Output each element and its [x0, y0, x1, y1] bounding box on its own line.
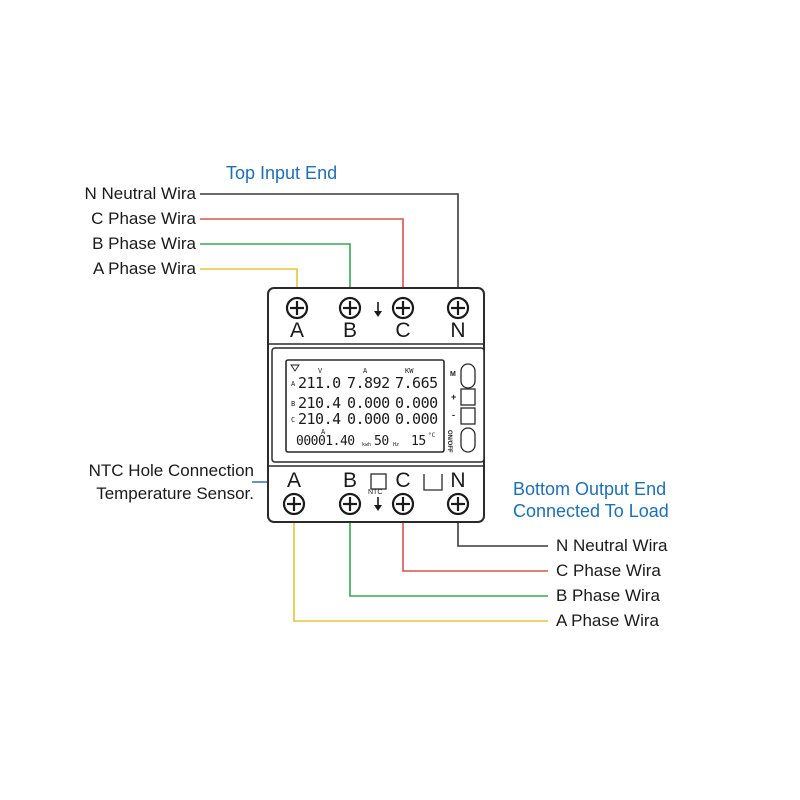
- terminal-screw-top-n[interactable]: [446, 296, 470, 320]
- terminal-screw-bottom-c[interactable]: [391, 492, 415, 516]
- ntc-hole: [370, 473, 387, 490]
- bottom-label-phase-c: C Phase Wira: [556, 561, 661, 580]
- top-label-phase-c: C Phase Wira: [91, 209, 196, 228]
- bottom-wire-phase-c: [402, 514, 548, 572]
- terminal-label-bottom-n: N: [450, 469, 466, 492]
- bottom-label-neutral: N Neutral Wira: [556, 536, 668, 555]
- terminal-label-bottom-b: B: [342, 469, 357, 492]
- top-wire-neutral: [200, 193, 459, 298]
- bottom-bracket: [423, 474, 443, 491]
- lcd-row-a-power: 7.665: [395, 374, 438, 392]
- lcd-unit-a: A: [363, 367, 368, 375]
- bottom-arrow-head-icon: [374, 505, 382, 511]
- lcd-temperature: 15: [411, 434, 426, 449]
- lcd-row-a-voltage: 211.0: [298, 374, 341, 392]
- lcd-row-a-label: A: [291, 380, 296, 388]
- bottom-label-phase-b: B Phase Wira: [556, 586, 660, 605]
- lcd-energy-unit: kwh: [362, 442, 372, 448]
- terminal-screw-bottom-a[interactable]: [282, 492, 306, 516]
- bottom-wire-neutral: [457, 514, 548, 547]
- bottom-wire-phase-a: [293, 514, 548, 622]
- signal-icon: [290, 364, 300, 372]
- lcd-row-a-current: 7.892: [347, 374, 390, 392]
- top-label-neutral: N Neutral Wira: [84, 184, 196, 203]
- lcd-frequency-unit: Hz: [393, 442, 400, 448]
- lcd-unit-kw: KW: [405, 367, 414, 375]
- top-wire-phase-c: [200, 218, 404, 298]
- bottom-wire-phase-b: [349, 514, 548, 597]
- onoff-button-label: ON/OFF: [446, 430, 452, 453]
- plus-button-label: +: [451, 392, 457, 402]
- plus-button[interactable]: [460, 388, 476, 406]
- terminal-label-top-n: N: [450, 319, 466, 342]
- ntc-label-line2: Temperature Sensor.: [96, 484, 254, 503]
- ntc-label-line1: NTC Hole Connection: [88, 461, 254, 480]
- terminal-screw-bottom-n[interactable]: [446, 492, 470, 516]
- lcd-row-c-voltage: 210.4: [298, 410, 341, 428]
- terminal-label-bottom-c: C: [395, 469, 411, 492]
- lcd-screen: [285, 359, 445, 453]
- terminal-screw-top-b[interactable]: [338, 296, 362, 320]
- lcd-row-b-current: 0.000: [347, 394, 390, 412]
- terminal-screw-bottom-b[interactable]: [338, 492, 362, 516]
- lcd-row-c-power: 0.000: [395, 410, 438, 428]
- minus-button-label: -: [452, 410, 455, 420]
- bottom-output-title-line2: Connected To Load: [513, 501, 669, 521]
- terminal-screw-top-c[interactable]: [391, 296, 415, 320]
- top-label-phase-a: A Phase Wira: [93, 259, 196, 278]
- lcd-row-c-current: 0.000: [347, 410, 390, 428]
- m-button-label: M: [450, 371, 456, 378]
- lcd-row-b-label: B: [291, 400, 296, 408]
- terminal-label-top-b: B: [342, 319, 357, 342]
- terminal-screw-top-a[interactable]: [285, 296, 309, 320]
- onoff-button[interactable]: [460, 427, 476, 453]
- top-wire-phase-b: [200, 243, 351, 298]
- lcd-temperature-unit: °C: [428, 432, 436, 439]
- minus-button[interactable]: [460, 407, 476, 425]
- top-input-title: Top Input End: [226, 163, 338, 183]
- bottom-label-phase-a: A Phase Wira: [556, 611, 659, 630]
- m-button[interactable]: [460, 363, 476, 389]
- lcd-a-marker: A: [321, 428, 326, 436]
- lcd-frequency: 50: [374, 434, 389, 449]
- lcd-row-b-power: 0.000: [395, 394, 438, 412]
- lcd-row-b-voltage: 210.4: [298, 394, 341, 412]
- lcd-energy: 00001.40: [296, 434, 355, 449]
- top-label-phase-b: B Phase Wira: [92, 234, 196, 253]
- ntc-small-label: NTC: [368, 489, 383, 496]
- lcd-row-c-label: C: [291, 416, 296, 424]
- bottom-output-title-line1: Bottom Output End: [513, 479, 667, 499]
- terminal-label-bottom-a: A: [286, 469, 301, 492]
- lcd-unit-v: V: [318, 367, 323, 375]
- terminal-label-top-c: C: [395, 319, 411, 342]
- terminal-label-top-a: A: [289, 319, 304, 342]
- top-arrow-head-icon: [374, 311, 382, 317]
